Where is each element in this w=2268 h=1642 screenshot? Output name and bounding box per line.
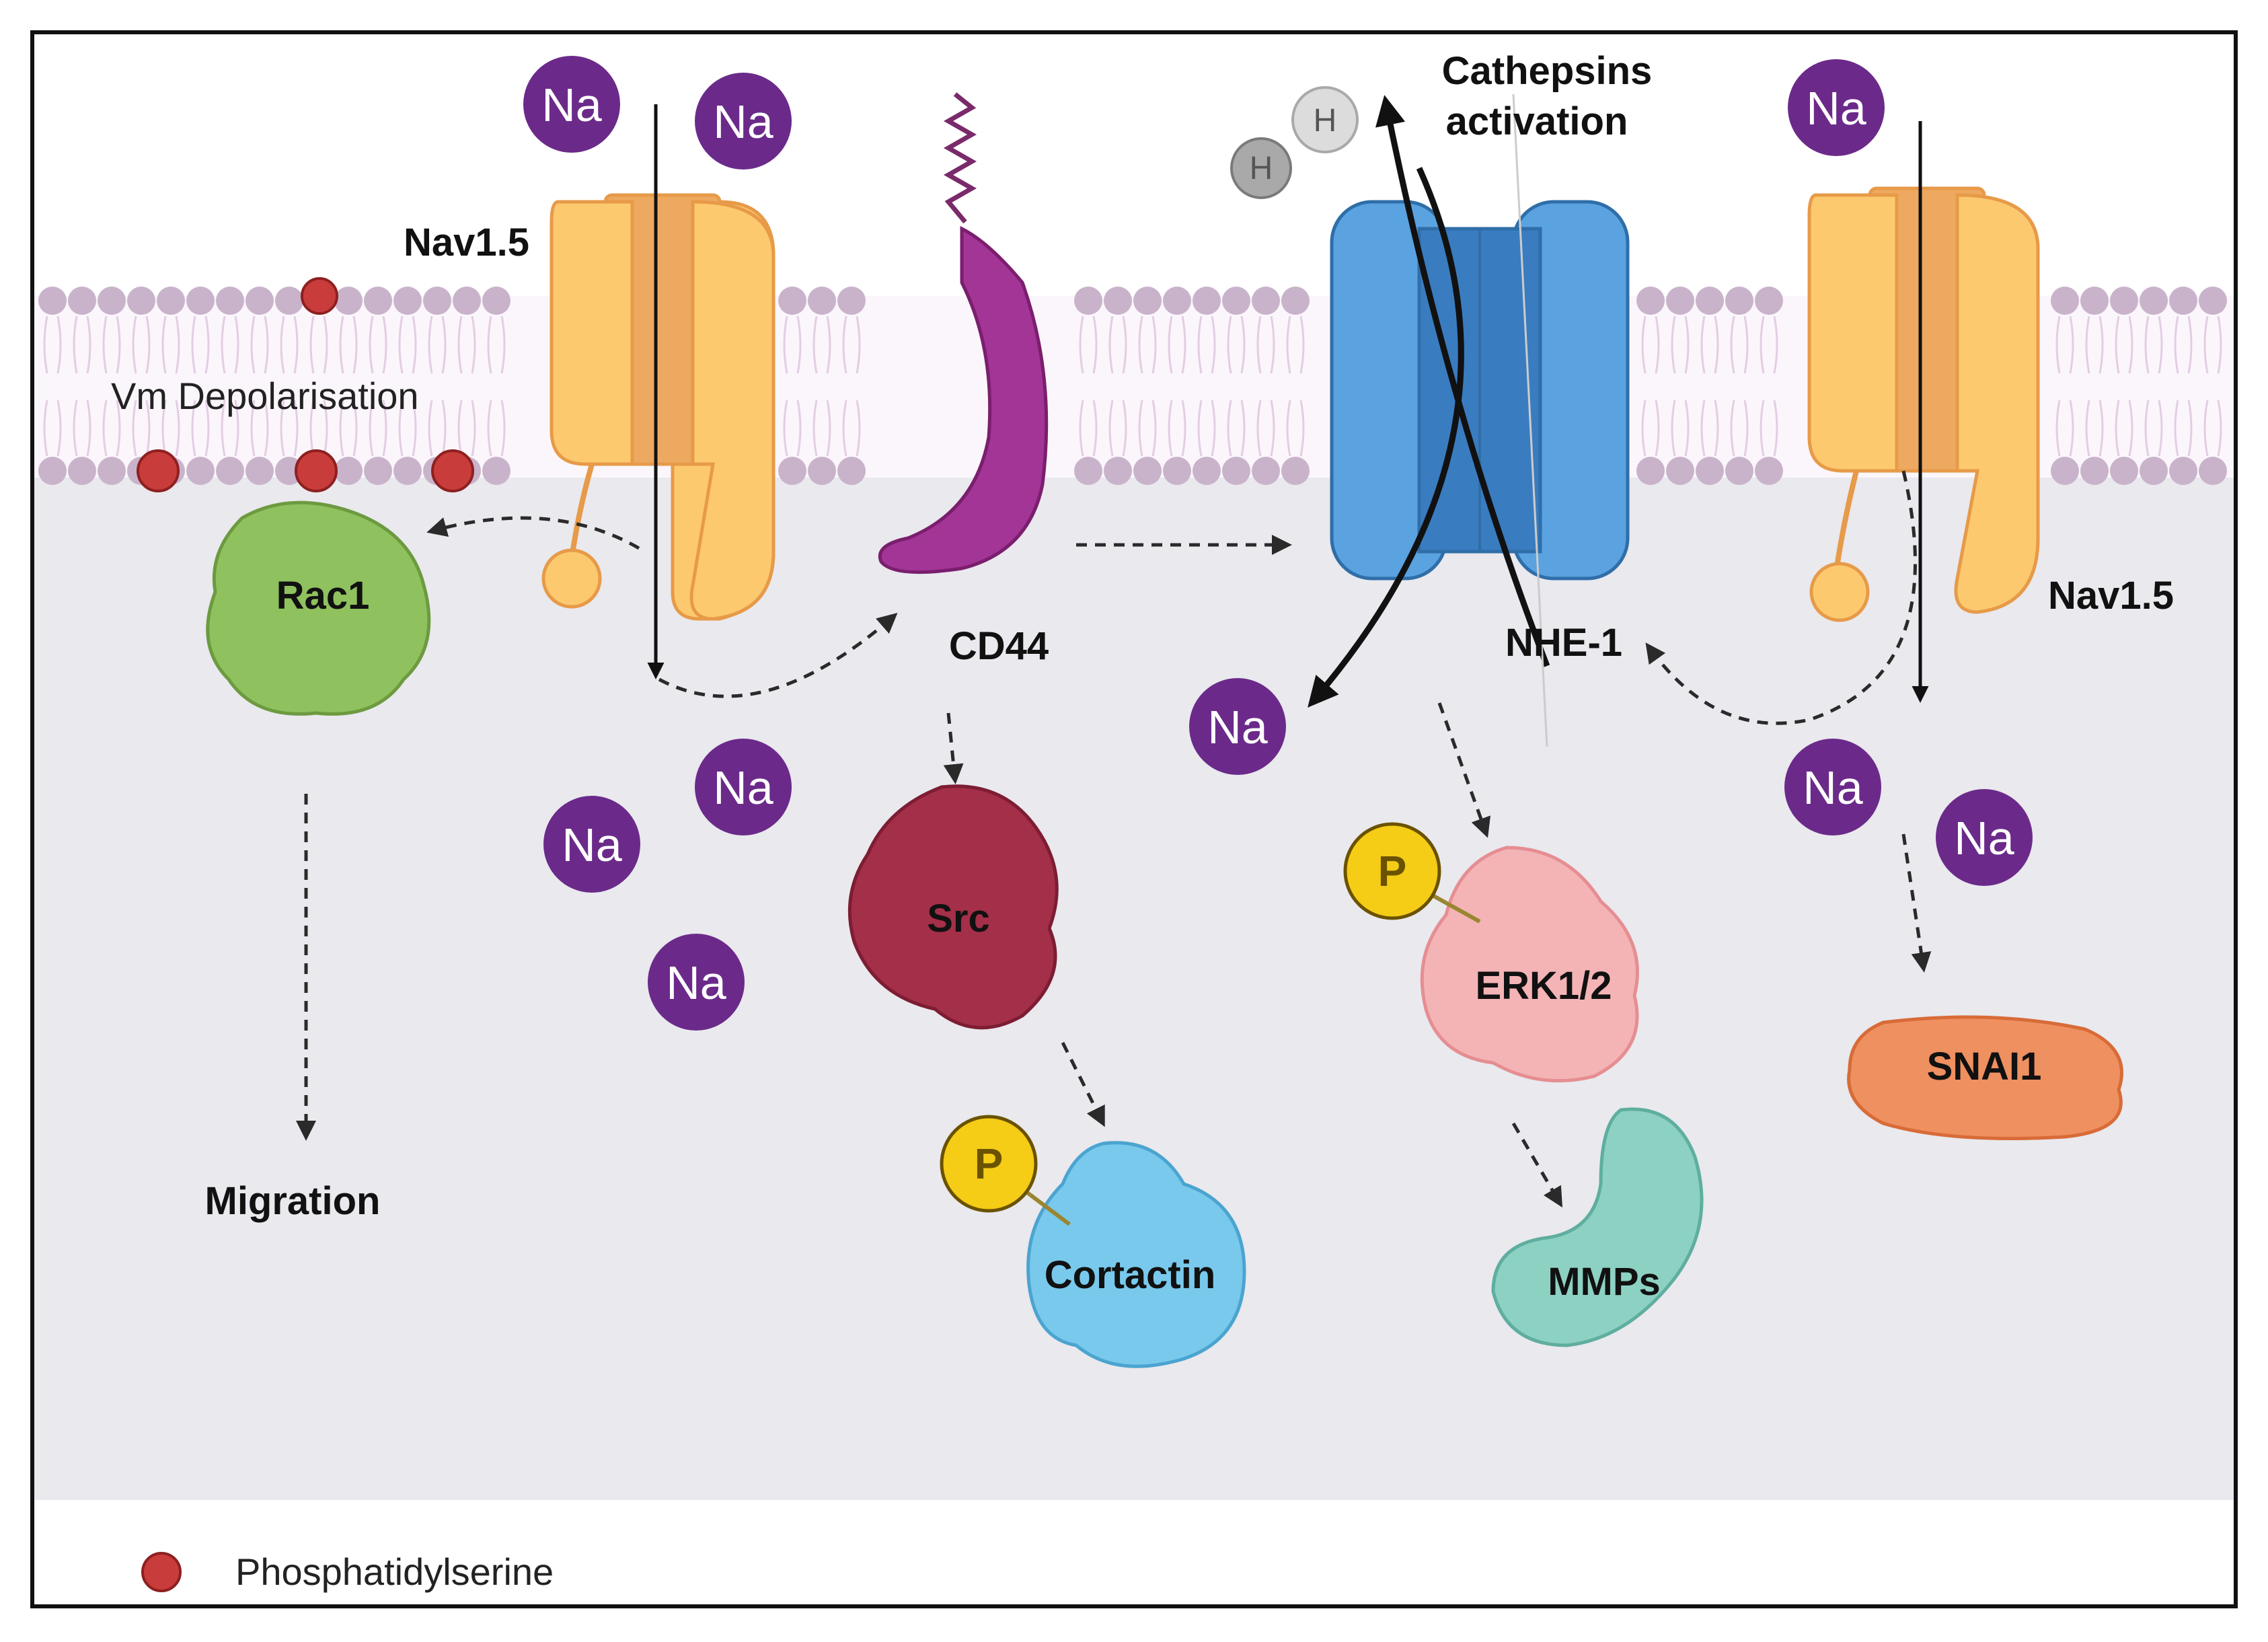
legend-phosphatidylserine-swatch bbox=[141, 1552, 182, 1592]
erk-label: ERK1/2 bbox=[1475, 964, 1612, 1008]
mmps-protein bbox=[1491, 1107, 1704, 1347]
cortactin-protein bbox=[1026, 1141, 1246, 1368]
hydrogen-label-1: H bbox=[1250, 151, 1273, 186]
phosphatidylserine-dots bbox=[137, 277, 474, 492]
cathepsins-label-line2: activation bbox=[1446, 100, 1628, 143]
hydrogen-ions: H H bbox=[1230, 86, 1359, 199]
sodium-label-7: Na bbox=[1207, 701, 1268, 753]
phospho-cortactin-label: P bbox=[975, 1140, 1004, 1188]
sodium-label-8: Na bbox=[1803, 761, 1863, 814]
sodium-label-5: Na bbox=[562, 819, 622, 871]
snai1-label: SNAI1 bbox=[1927, 1045, 2042, 1088]
rac1-protein bbox=[206, 500, 431, 716]
nav15-channel-left bbox=[541, 193, 776, 621]
sodium-flux-arrows bbox=[647, 94, 1929, 747]
erk-protein bbox=[1420, 846, 1639, 1083]
phospho-groups: P P bbox=[940, 822, 1481, 1226]
legend-phosphatidylserine-label: Phosphatidylserine bbox=[235, 1551, 554, 1593]
snai1-protein bbox=[1847, 1015, 2123, 1140]
hydrogen-label-2: H bbox=[1314, 103, 1337, 139]
sodium-label-1: Na bbox=[541, 79, 602, 131]
sodium-label-2: Na bbox=[713, 96, 773, 148]
sodium-label-3: Na bbox=[1806, 82, 1866, 135]
migration-label: Migration bbox=[205, 1179, 381, 1223]
rac1-label: Rac1 bbox=[276, 574, 370, 618]
cd44-label: CD44 bbox=[949, 624, 1049, 668]
phospho-erk-label: P bbox=[1378, 847, 1407, 895]
vm-depolarisation-label: Vm Depolarisation bbox=[111, 375, 419, 417]
nhe1-exchanger bbox=[1330, 200, 1630, 581]
cd44-receptor bbox=[878, 92, 1049, 574]
src-protein bbox=[847, 784, 1059, 1030]
sodium-label-6: Na bbox=[666, 957, 726, 1009]
nav15-right-label: Nav1.5 bbox=[2048, 574, 2174, 618]
signaling-arrows bbox=[296, 470, 1932, 1208]
sodium-ions: Na Na Na Na Na Na Na Na Na bbox=[523, 56, 2033, 1031]
sodium-label-4: Na bbox=[713, 761, 773, 814]
cathepsins-label-line1: Cathepsins bbox=[1442, 49, 1653, 93]
nhe1-label: NHE-1 bbox=[1505, 621, 1622, 665]
nav15-channel-right bbox=[1807, 186, 2040, 622]
src-label: Src bbox=[927, 897, 990, 940]
mmps-label: MMPs bbox=[1548, 1260, 1661, 1304]
cortactin-label: Cortactin bbox=[1045, 1253, 1216, 1297]
sodium-label-9: Na bbox=[1954, 812, 2014, 864]
diagram-labels: Nav1.5 Vm Depolarisation Rac1 Migration … bbox=[111, 49, 2174, 1304]
nav15-left-label: Nav1.5 bbox=[404, 221, 529, 264]
legend: Phosphatidylserine bbox=[141, 1551, 554, 1593]
